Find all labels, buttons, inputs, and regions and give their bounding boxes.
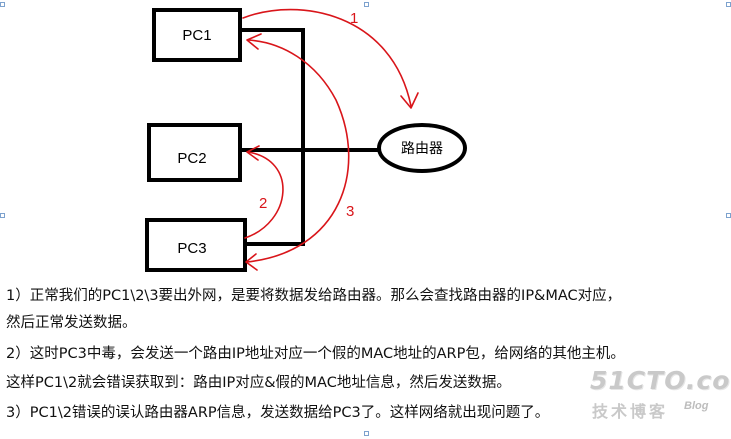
arrow-2-label: 2 [259,195,267,212]
arrow-3-tail-head [245,253,258,271]
pc2-node: PC2 [147,123,242,182]
caption-line-2: 然后正常发送数据。 [6,315,137,331]
router-node: 路由器 [377,123,467,173]
selection-handle-top-left[interactable] [0,2,5,7]
caption-line-5: 3）PC1\2错误的误认路由器ARP信息，发送数据给PC3了。这样网络就出现问题… [6,405,550,421]
watermark-logo: 51CTO.com [590,366,731,395]
caption-line-3: 2）这时PC3中毒，会发送一个路由IP地址对应一个假的MAC地址的ARP包，给网… [6,346,625,362]
watermark-blog: Blog [684,400,709,412]
pc1-node: PC1 [152,8,242,62]
arrow-2-head [246,145,260,161]
selection-handle-top-center[interactable] [364,2,369,7]
router-label: 路由器 [401,141,443,157]
selection-handle-bottom-center[interactable] [364,431,369,436]
selection-handle-middle-right[interactable] [726,213,731,218]
pc3-node: PC3 [145,218,247,272]
arrow-3-label: 3 [346,203,354,220]
arrow-1-head [400,92,419,109]
selection-handle-middle-left[interactable] [0,213,5,218]
arrow-3 [246,39,350,263]
selection-handle-top-right[interactable] [726,2,731,7]
arrow-1 [242,8,412,107]
network-lines [238,28,382,246]
caption-line-1: 1）正常我们的PC1\2\3要出外网，是要将数据发给路由器。那么会查找路由器的I… [6,288,622,304]
arp-arrows [242,8,419,271]
pc1-label: PC1 [182,27,211,44]
watermark-subtitle: 技术博客 [592,402,669,421]
caption-line-4: 这样PC1\2就会错误获取到：路由IP对应&假的MAC地址信息，然后发送数据。 [6,375,511,391]
pc2-label: PC2 [177,150,206,167]
arrow-3-head [246,33,262,50]
pc3-label: PC3 [177,240,206,257]
arrow-2 [244,151,284,239]
arrow-1-label: 1 [350,10,358,27]
